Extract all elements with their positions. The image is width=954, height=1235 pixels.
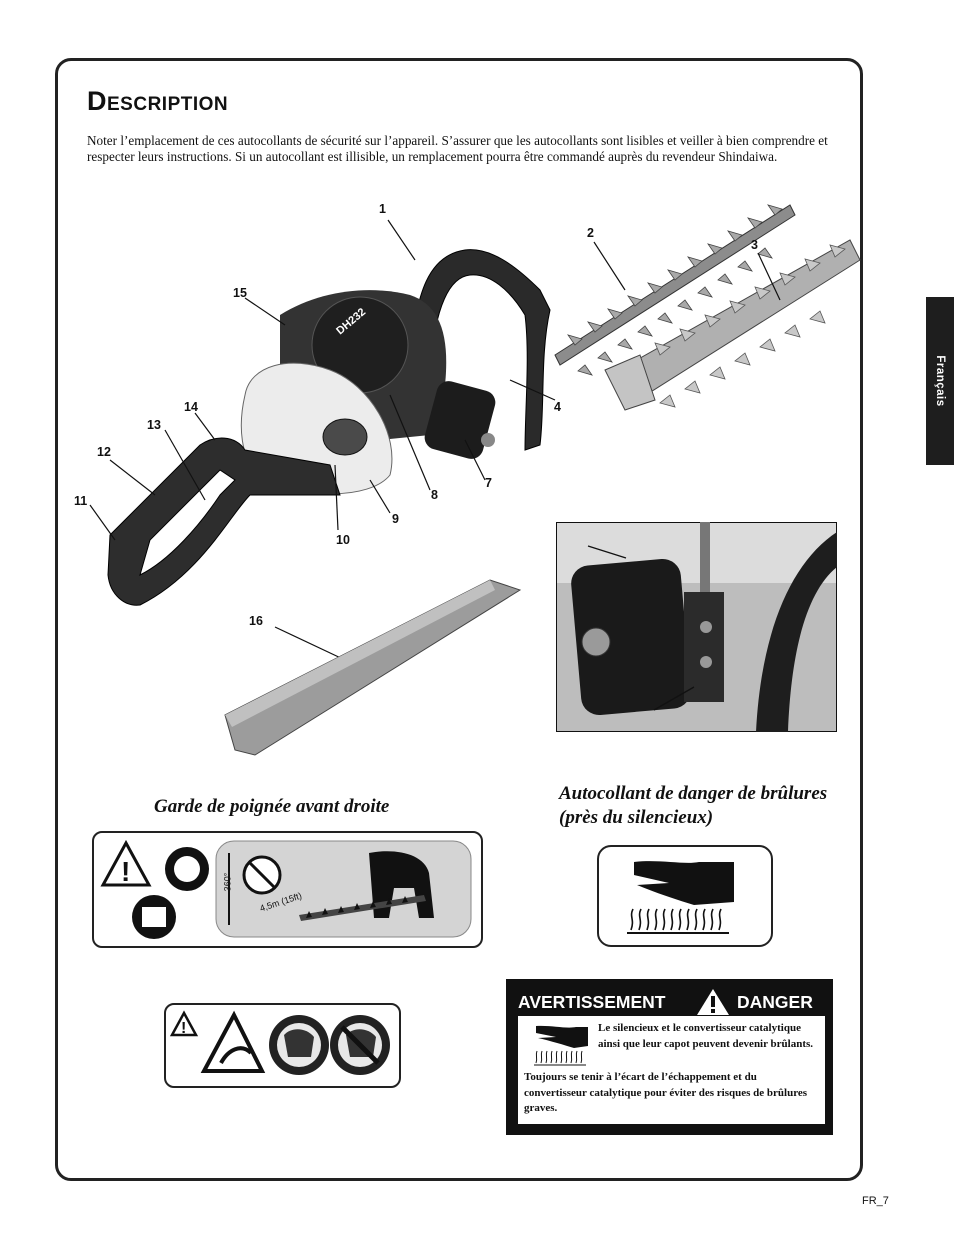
callout-10: 10 [336,533,350,547]
lower-blade [604,239,861,411]
callout-11: 11 [74,494,88,508]
callout-14: 14 [184,400,198,414]
callout-15: 15 [233,286,247,300]
callout-13: 13 [147,418,161,432]
warning-danger-label: AVERTISSEMENT DANGER Le silencieux et le… [506,979,833,1135]
engine: DH232 [240,290,496,495]
rear-handle [409,249,551,451]
page-number: FR_7 [862,1195,889,1207]
upper-blade [554,204,796,376]
caption-burn-decal: Autocollant de danger de brûlures (près … [559,783,828,828]
intro-paragraph: Noter l’emplacement de ces autocollants … [87,133,828,164]
language-tab: Français [926,297,954,465]
callout-7: 7 [485,476,492,490]
danger-heading: DANGER [737,992,813,1012]
callout-2: 2 [587,226,594,240]
callout-8: 8 [431,488,438,502]
hand-icon [634,861,734,905]
blade-cover [224,579,522,756]
callout-16: 16 [249,614,263,628]
language-tab-label: Français [934,355,946,407]
pictogram-decal: ! [164,1003,401,1088]
section-title: DESCRIPTION [87,86,229,116]
front-guard-decal: ! 360° 4,5m (15ft) [92,831,483,948]
callout-9: 9 [392,512,399,526]
guard-angle-label: 360° [222,872,233,892]
callout-3: 3 [751,238,758,252]
burn-danger-decal [597,845,773,947]
caption-front-handle-guard: Garde de poignée avant droite [154,796,390,817]
page-frame [55,58,863,1181]
warning-triangle-icon-small [169,1010,199,1037]
fuel-cap [322,418,368,456]
blade-hazard-icon [200,1010,266,1073]
heat-waves-icon [627,908,729,934]
warning-text-1: Le silencieux et le convertisseur cataly… [598,1022,814,1050]
inset-detail-photo [556,522,837,732]
callout-1: 1 [379,202,386,216]
warning-heading: AVERTISSEMENT [518,992,666,1012]
hand-icon-small [536,1025,588,1048]
heat-waves-icon-small [534,1050,586,1066]
warning-text-2: Toujours se tenir à l’écart de l’échappe… [524,1071,808,1114]
svg-text:!: ! [181,1020,186,1037]
callout-4: 4 [554,400,561,414]
warning-triangle-icon [100,839,152,887]
callout-12: 12 [97,445,111,459]
front-handle [107,437,341,606]
svg-text:!: ! [121,856,130,887]
danger-triangle-icon [697,989,729,1015]
hedge-trimmer-illustration: DH232 [89,204,861,756]
